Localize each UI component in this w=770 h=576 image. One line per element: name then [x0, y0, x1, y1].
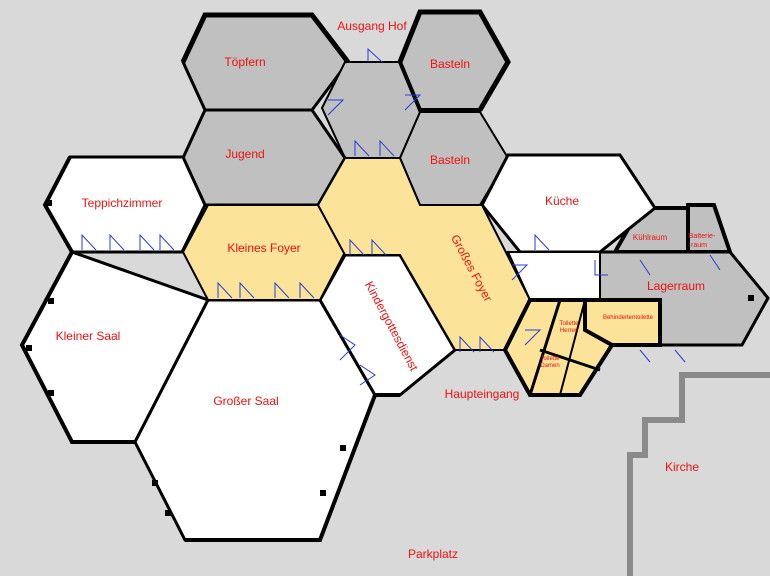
outer-wall-basteln	[397, 9, 511, 112]
label-behindertentoilette: Behindertentoilette	[603, 315, 654, 321]
label-toilette-herren-2: Herren	[560, 328, 578, 334]
outer-wall-bottom	[185, 393, 400, 542]
label-parkplatz: Parkplatz	[408, 547, 458, 561]
label-toilette-herren-1: Toilette	[559, 321, 579, 327]
label-jugend: Jugend	[225, 147, 264, 161]
toilet-divider-1	[528, 299, 562, 396]
room-behindertentoilette[interactable]	[583, 298, 662, 347]
label-haupteingang: Haupteingang	[445, 387, 520, 401]
label-teppichzimmer: Teppichzimmer	[82, 196, 163, 210]
label-batterieraum-1: Batterie-	[689, 233, 716, 240]
door-markers	[81, 47, 721, 386]
toilet-divider-3	[539, 348, 601, 372]
label-kueche: Küche	[545, 194, 579, 208]
toilet-divider-2	[559, 299, 586, 396]
church-wall	[627, 372, 770, 576]
outer-wall-left	[19, 156, 135, 444]
outer-wall-top	[180, 12, 350, 64]
label-lagerraum: Lagerraum	[647, 279, 705, 293]
label-basteln-2: Basteln	[430, 153, 470, 167]
label-basteln-1: Basteln	[430, 57, 470, 71]
label-toepfern: Töpfern	[224, 55, 265, 69]
window-markers	[26, 200, 754, 516]
label-ausgang-hof: Ausgang Hof	[337, 19, 407, 33]
label-batterieraum-2: raum	[691, 242, 707, 249]
label-grosser-saal: Großer Saal	[213, 394, 278, 408]
label-toilette-damen-1: Toilette	[540, 356, 560, 362]
label-kirche: Kirche	[665, 460, 699, 474]
label-kleines-foyer: Kleines Foyer	[227, 241, 300, 255]
label-kuehlraum: Kühlraum	[633, 233, 668, 242]
label-toilette-damen-2: Damen	[540, 363, 559, 369]
label-kleiner-saal: Kleiner Saal	[56, 329, 121, 343]
